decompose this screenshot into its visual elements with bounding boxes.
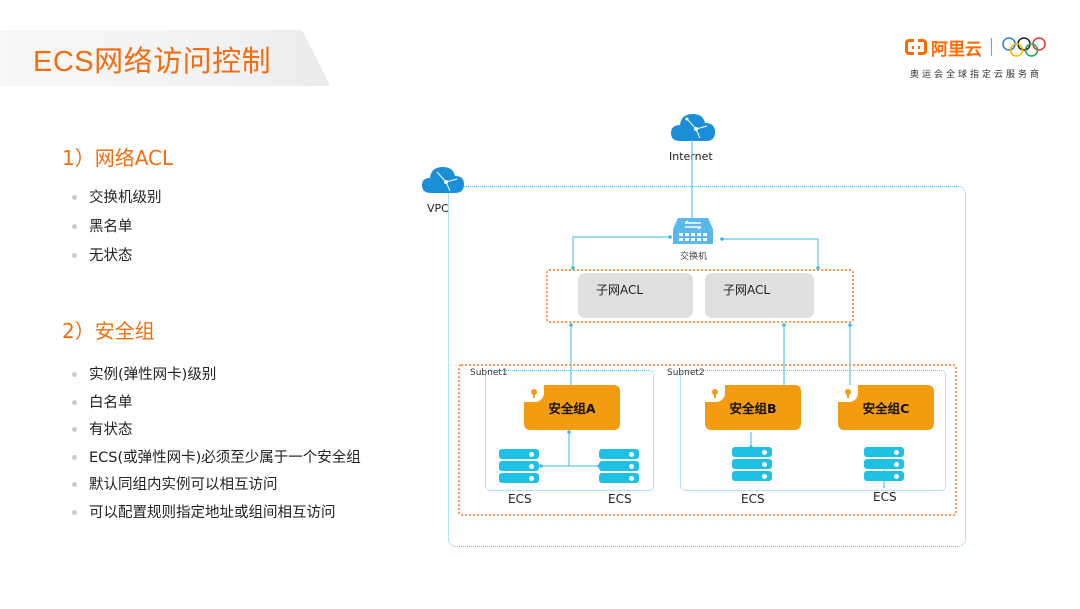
subnet-acl-card: 子网ACL: [578, 273, 693, 318]
lock-icon: [524, 385, 544, 402]
bullet-icon: [72, 427, 77, 432]
security-group-a: 安全组A: [524, 385, 620, 430]
logo-brand-text: 阿里云: [931, 39, 982, 60]
bullet-icon: [72, 253, 77, 258]
security-group-bullet-list: 实例(弹性网卡)级别 白名单 有状态 ECS(或弹性网卡)必须至少属于一个安全组…: [72, 363, 361, 528]
subnet2-box: [680, 370, 946, 491]
bullet-icon: [72, 195, 77, 200]
bullet-icon: [72, 399, 77, 405]
bullet-icon: [72, 482, 77, 487]
ecs-label: ECS: [608, 492, 632, 506]
ecs-server-icon: [499, 449, 539, 483]
logo-divider: [991, 38, 992, 56]
ecs-label: ECS: [508, 492, 532, 506]
bullet-icon: [72, 509, 77, 515]
internet-cloud-icon: [671, 114, 715, 141]
acl-group-boundary: [546, 269, 854, 323]
slide-title: ECS网络访问控制: [33, 46, 272, 78]
ecs-label: ECS: [873, 490, 897, 504]
list-item: ECS(或弹性网卡)必须至少属于一个安全组: [72, 446, 361, 474]
subnet-acl-card: 子网ACL: [705, 273, 814, 318]
section-heading-security-group: 2）安全组: [62, 319, 155, 343]
list-item: 默认同组内实例可以相互访问: [72, 473, 361, 501]
lock-icon: [838, 385, 858, 402]
bullet-icon: [72, 454, 77, 460]
ecs-label: ECS: [741, 492, 765, 506]
switch-icon: [673, 218, 713, 244]
subnet1-label: Subnet1: [470, 368, 508, 378]
title-banner: [0, 30, 330, 86]
acl-bullet-list: 交换机级别 黑名单 无状态: [72, 186, 162, 273]
list-item: 无状态: [72, 244, 162, 273]
subnet1-box: [485, 370, 654, 491]
aliyun-logo: 阿里云: [905, 35, 1047, 60]
vpc-label: VPC: [427, 202, 449, 215]
bullet-icon: [72, 224, 77, 229]
aliyun-logo-icon: [905, 39, 927, 55]
connector-switch-acl-left: [572, 236, 670, 268]
internet-label: Internet: [669, 150, 713, 163]
ecs-server-icon: [599, 449, 639, 483]
vpc-cloud-icon: [422, 167, 464, 193]
list-item: 交换机级别: [72, 186, 162, 215]
ecs-server-icon: [864, 447, 904, 481]
security-group-b: 安全组B: [705, 385, 801, 430]
connector-switch-acl-right: [722, 238, 819, 268]
vpc-boundary: [448, 186, 966, 547]
list-item: 实例(弹性网卡)级别: [72, 363, 361, 391]
subnet-group-boundary: [458, 364, 957, 516]
ecs-server-icon: [732, 447, 772, 481]
subnet2-label: Subnet2: [667, 368, 705, 378]
security-group-c: 安全组C: [838, 385, 934, 430]
list-item: 白名单: [72, 391, 361, 419]
logo-subtitle: 奥运会全球指定云服务商: [910, 70, 1043, 80]
section-heading-acl: 1）网络ACL: [62, 146, 174, 170]
lock-icon: [705, 385, 725, 402]
bullet-icon: [72, 372, 77, 377]
olympic-rings-icon: [1002, 37, 1046, 57]
list-item: 有状态: [72, 418, 361, 446]
list-item: 可以配置规则指定地址或组间相互访问: [72, 501, 361, 529]
list-item: 黑名单: [72, 215, 162, 244]
switch-label: 交换机: [680, 252, 708, 262]
